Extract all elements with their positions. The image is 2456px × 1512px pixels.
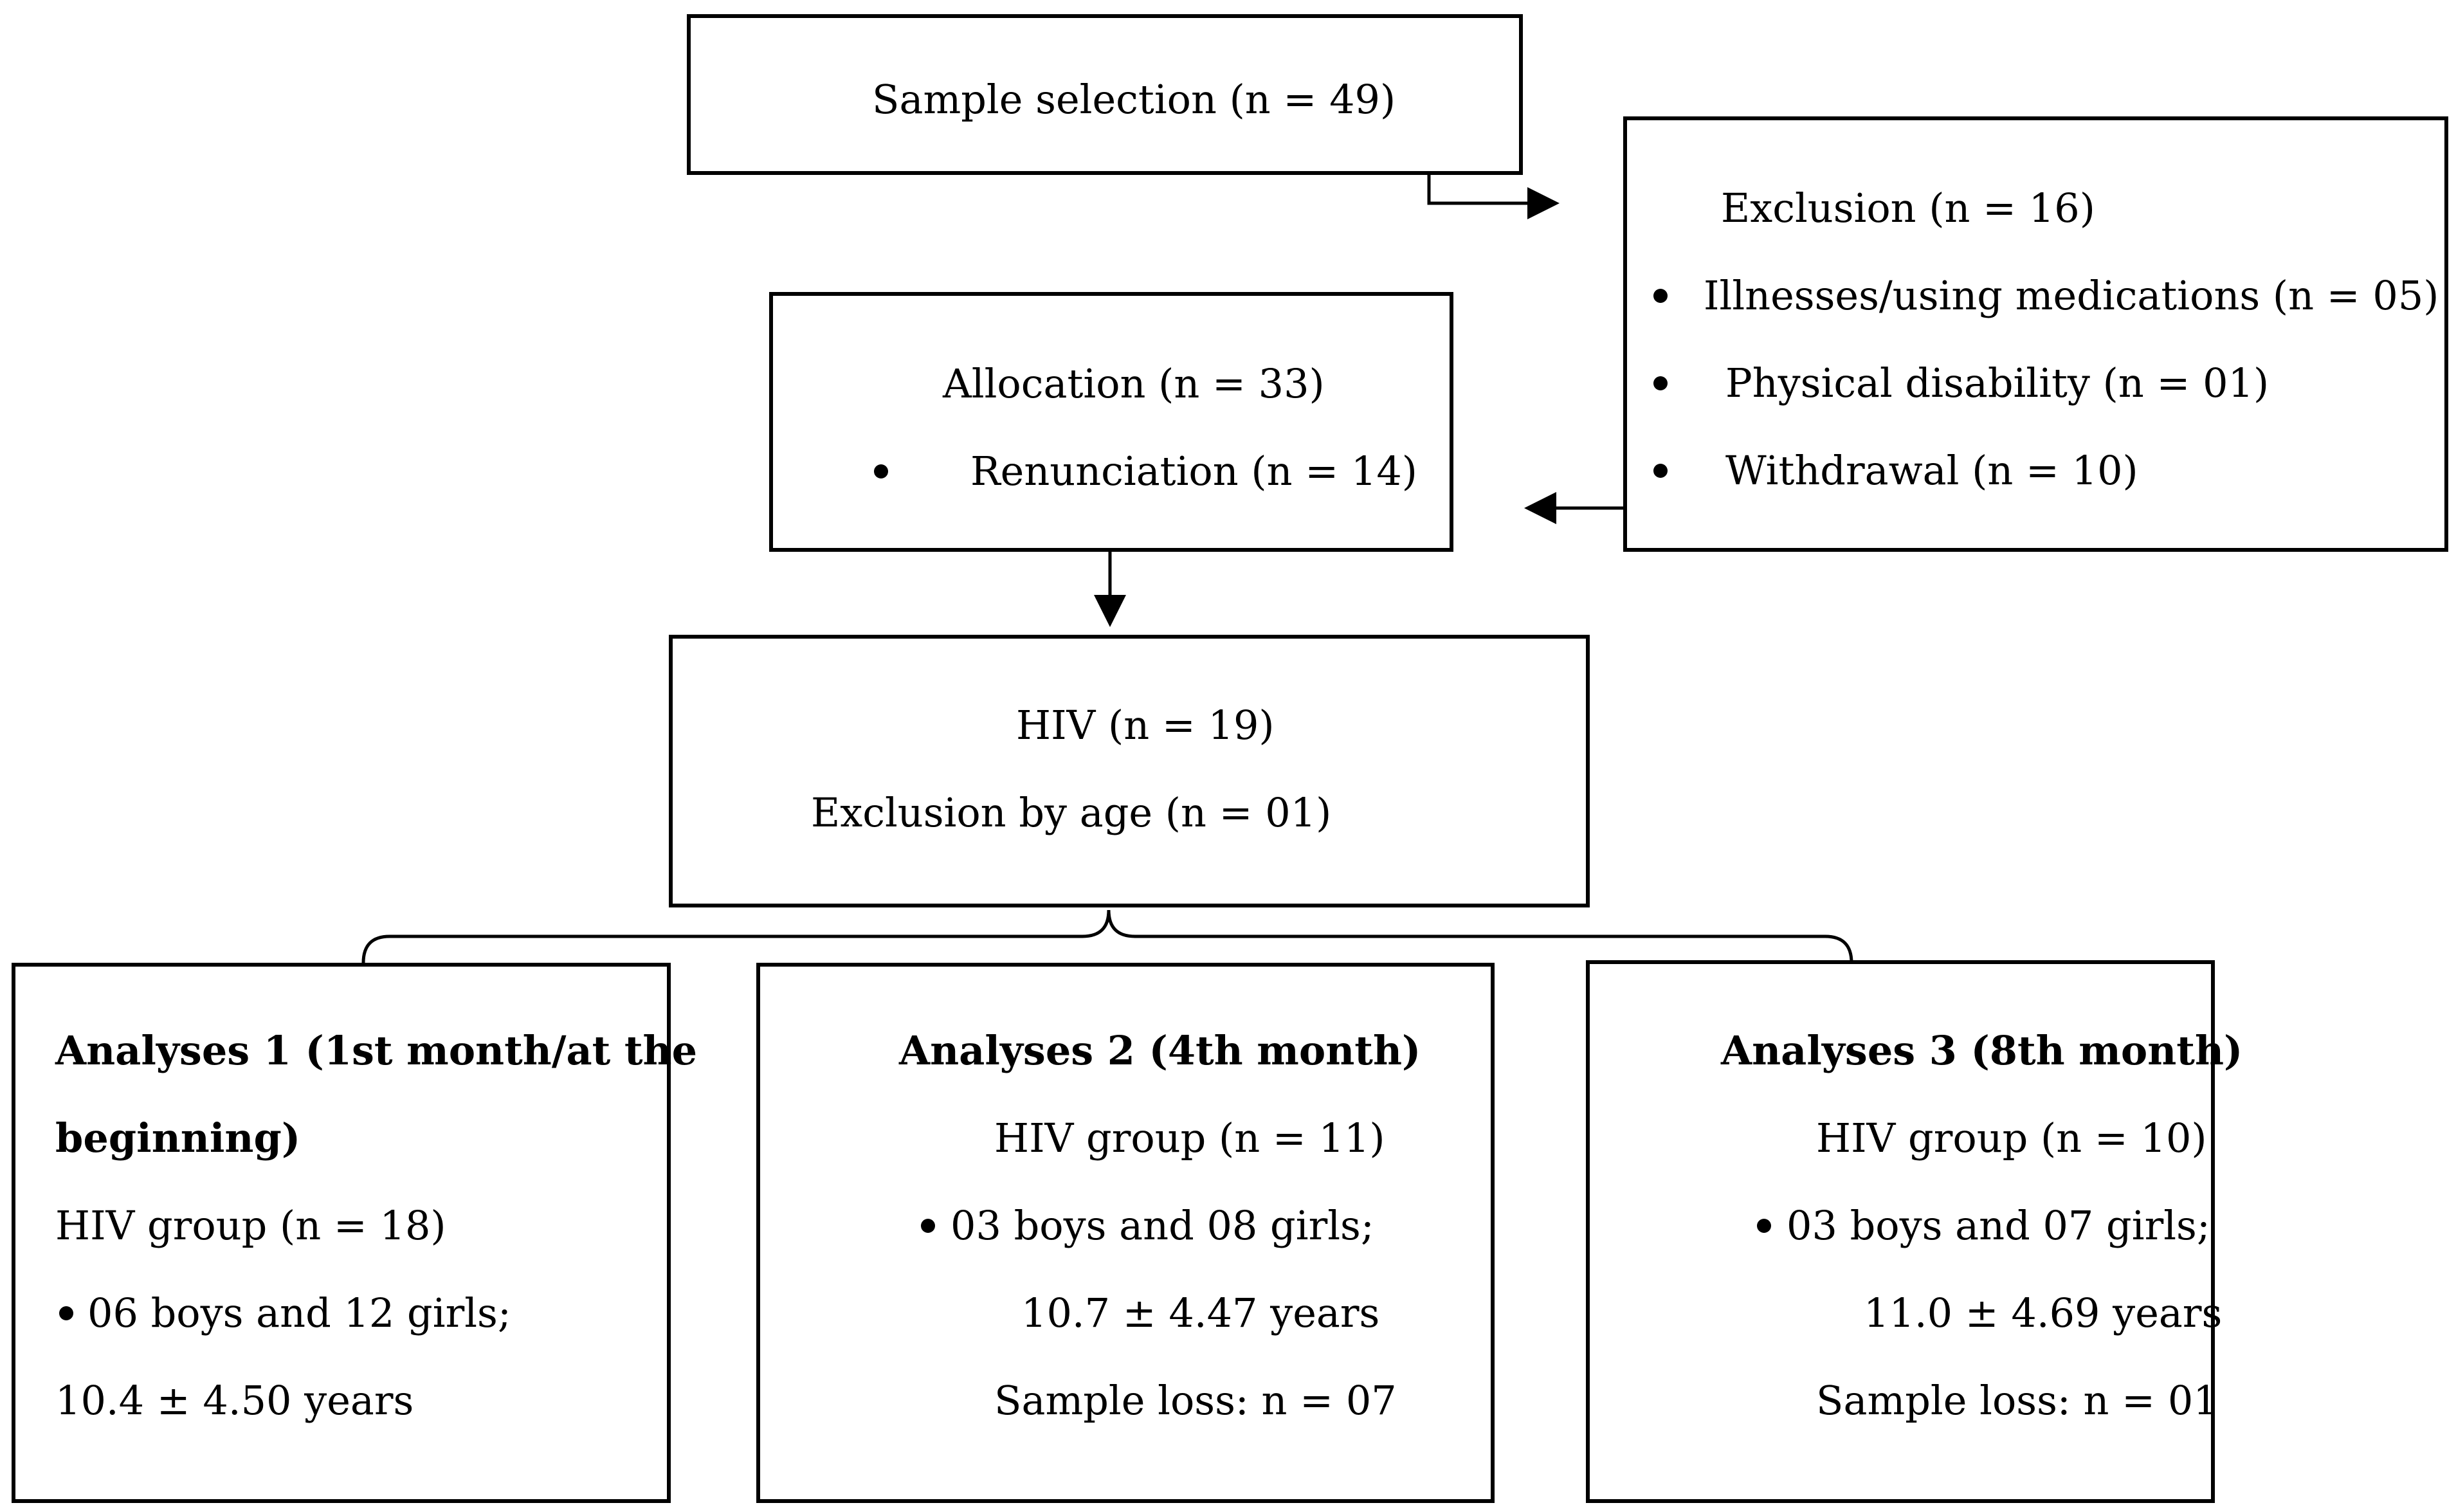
analyses-3-sample-loss: Sample loss: n = 01 — [1816, 1377, 2219, 1424]
exclusion-title: Exclusion (n = 16) — [1721, 185, 2095, 232]
analyses-1-group: HIV group (n = 18) — [55, 1202, 446, 1249]
analyses-3-composition: 03 boys and 07 girls; — [1787, 1202, 2210, 1249]
analyses-1-title-cont: beginning) — [55, 1115, 301, 1161]
sample-selection-label: Sample selection (n = 49) — [872, 76, 1396, 123]
analyses-3-box: Analyses 3 (8th month) HIV group (n = 10… — [1586, 960, 2242, 1503]
analyses-1-age: 10.4 ± 4.50 years — [55, 1377, 414, 1424]
exclusion-item-illnesses: Illnesses/using medications (n = 05) — [1704, 272, 2439, 319]
hiv-title: HIV (n = 19) — [1016, 702, 1275, 749]
arrow-selection-to-exclusion — [1427, 175, 1560, 219]
allocation-title: Allocation (n = 33) — [943, 360, 1325, 407]
exclusion-item-disability: Physical disability (n = 01) — [1725, 360, 2270, 406]
analyses-1-composition: 06 boys and 12 girls; — [87, 1289, 511, 1336]
bracket-hiv-to-analyses — [361, 909, 1853, 963]
bullet-icon — [874, 464, 888, 478]
bullet-icon — [921, 1219, 935, 1233]
exclusion-box: Exclusion (n = 16) Illnesses/using medic… — [1623, 116, 2448, 552]
hiv-box: HIV (n = 19) Exclusion by age (n = 01) — [669, 635, 1590, 907]
analyses-1-box: Analyses 1 (1st month/at the beginning) … — [12, 963, 697, 1503]
sample-selection-box: Sample selection (n = 49) — [687, 14, 1523, 175]
hiv-exclusion-by-age: Exclusion by age (n = 01) — [811, 789, 1332, 836]
exclusion-item-withdrawal: Withdrawal (n = 10) — [1725, 447, 2138, 494]
bullet-icon — [1653, 376, 1668, 390]
bullet-icon — [1653, 289, 1668, 303]
analyses-2-title: Analyses 2 (4th month) — [899, 1027, 1421, 1074]
analyses-2-box: Analyses 2 (4th month) HIV group (n = 11… — [756, 963, 1495, 1503]
allocation-box: Allocation (n = 33) Renunciation (n = 14… — [769, 292, 1453, 552]
analyses-2-age: 10.7 ± 4.47 years — [1021, 1289, 1380, 1336]
analyses-2-sample-loss: Sample loss: n = 07 — [994, 1377, 1397, 1424]
analyses-3-age: 11.0 ± 4.69 years — [1864, 1289, 2223, 1336]
analyses-2-group: HIV group (n = 11) — [994, 1115, 1385, 1161]
analyses-1-title: Analyses 1 (1st month/at the — [55, 1027, 698, 1074]
analyses-3-title: Analyses 3 (8th month) — [1721, 1027, 2243, 1074]
allocation-item-renunciation: Renunciation (n = 14) — [970, 448, 1417, 495]
bullet-icon — [1757, 1219, 1771, 1233]
analyses-3-group: HIV group (n = 10) — [1816, 1115, 2207, 1161]
analyses-2-composition: 03 boys and 08 girls; — [951, 1202, 1374, 1249]
bullet-icon — [59, 1306, 73, 1320]
bullet-icon — [1653, 464, 1668, 478]
